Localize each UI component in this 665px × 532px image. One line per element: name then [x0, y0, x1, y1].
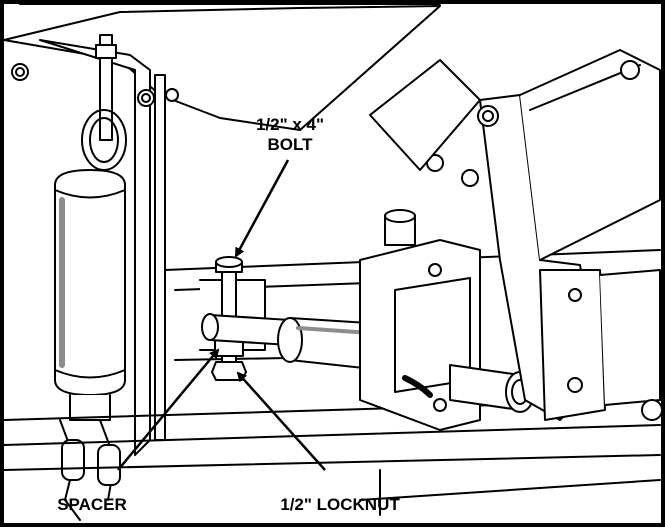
bolt-leader-arrow [234, 159, 290, 258]
spacer-callout: SPACER [57, 495, 127, 514]
bottom-rail [3, 424, 661, 446]
bolt-callout-line2: BOLT [267, 135, 313, 154]
line-art [3, 3, 663, 521]
callout-leaders [117, 159, 326, 471]
spacer-leader-arrow [117, 348, 220, 471]
locknut-leader-arrow [236, 371, 326, 471]
spring-canister [54, 169, 126, 396]
locknut-callout: 1/2" LOCKNUT [280, 495, 400, 514]
bolt-callout-line1: 1/2" x 4" [256, 115, 324, 134]
tension-rod [99, 44, 113, 141]
